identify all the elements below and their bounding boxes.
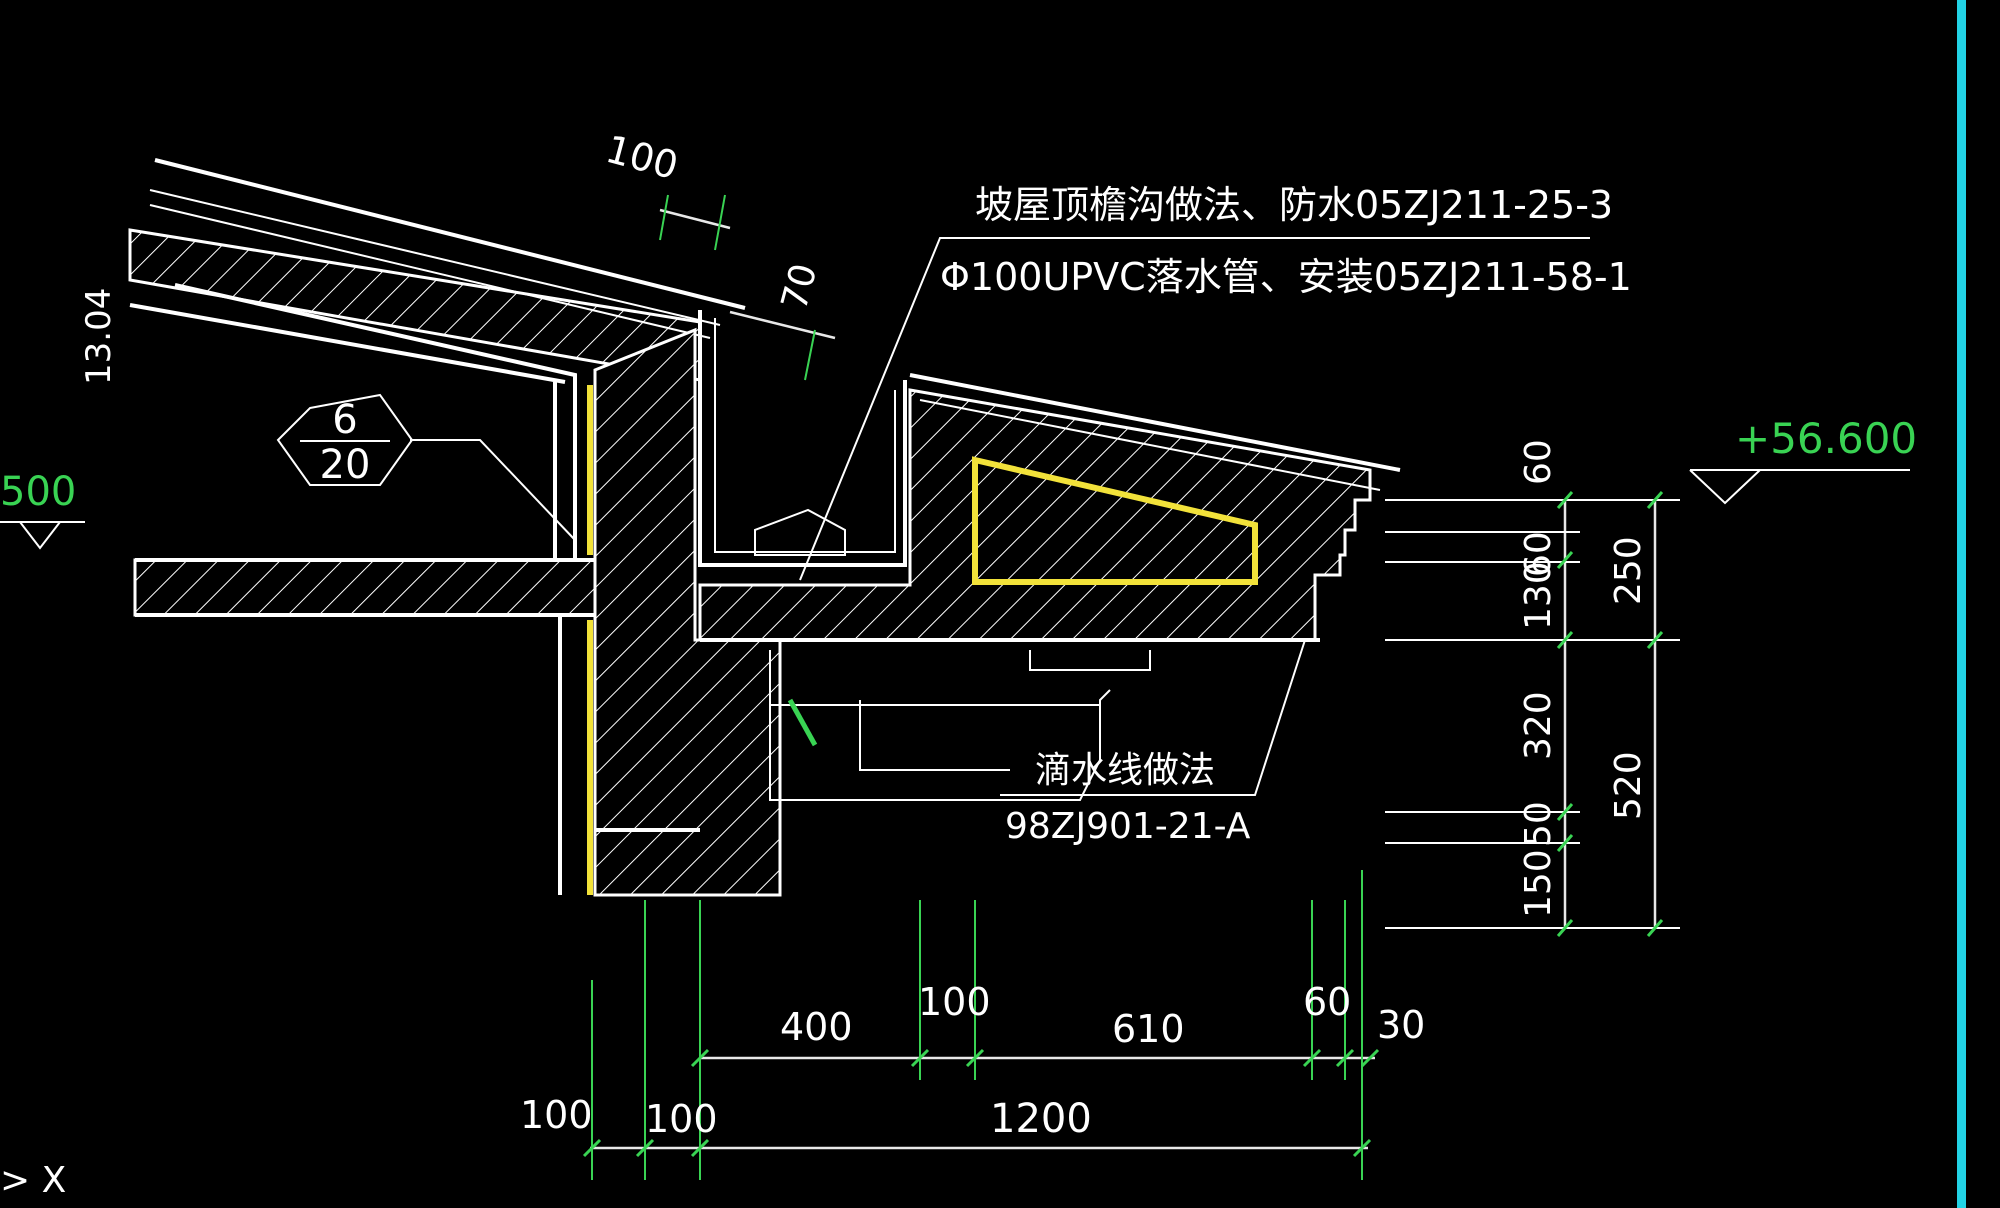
svg-text:100: 100	[520, 1093, 593, 1137]
svg-text:320: 320	[1518, 691, 1559, 760]
gutter	[698, 310, 907, 567]
note-leader-drip	[1000, 639, 1306, 796]
note-downpipe: Φ100UPVC落水管、安装05ZJ211-58-1	[940, 255, 1632, 299]
svg-text:100: 100	[601, 127, 682, 188]
elevation-marker-right: +56.600	[1689, 414, 1917, 505]
detail-index-marker: 6 20	[276, 393, 414, 488]
elevation-marker-left: 500	[0, 469, 85, 550]
svg-text:+56.600: +56.600	[1735, 414, 1917, 463]
column-beam	[553, 327, 782, 897]
svg-text:100: 100	[645, 1097, 718, 1141]
note-gutter-waterproof: 坡屋顶檐沟做法、防水05ZJ211-25-3	[975, 183, 1613, 227]
svg-text:20: 20	[320, 442, 371, 488]
note-leader-gutter	[799, 237, 1590, 581]
dim-right-vertical: 60 60 130 320 50 150 250 520	[1385, 439, 1680, 937]
svg-text:500: 500	[0, 469, 76, 515]
dim-bottom: 400 100 610 60 30 100 100 1200	[520, 870, 1425, 1180]
note-drip-line-ref: 98ZJ901-21-A	[1005, 806, 1251, 847]
svg-text:60: 60	[1518, 531, 1559, 577]
left-floor-slab	[133, 558, 597, 617]
viewport-frame-edge	[1957, 0, 1966, 1208]
note-drip-line-title: 滴水线做法	[1035, 750, 1215, 791]
svg-text:610: 610	[1112, 1007, 1185, 1051]
svg-text:250: 250	[1608, 536, 1649, 605]
eave-slab	[698, 373, 1401, 642]
command-cursor: > X	[0, 1160, 66, 1201]
svg-text:520: 520	[1608, 751, 1649, 820]
svg-text:60: 60	[1303, 980, 1351, 1024]
drip-moulding	[769, 650, 1151, 801]
svg-text:30: 30	[1377, 1003, 1425, 1047]
svg-text:70: 70	[774, 259, 825, 314]
left-roof-slab	[128, 158, 746, 560]
svg-text:50: 50	[1518, 801, 1559, 847]
eave-insulation-block	[972, 456, 1258, 585]
slope-label: 13.04	[79, 288, 119, 385]
svg-text:100: 100	[918, 980, 991, 1024]
svg-text:1200: 1200	[990, 1096, 1092, 1142]
svg-text:130: 130	[1518, 561, 1559, 630]
marker-leader	[410, 439, 576, 541]
svg-text:60: 60	[1518, 439, 1559, 485]
svg-text:6: 6	[332, 397, 357, 443]
svg-text:400: 400	[780, 1005, 853, 1049]
svg-text:150: 150	[1518, 849, 1559, 918]
